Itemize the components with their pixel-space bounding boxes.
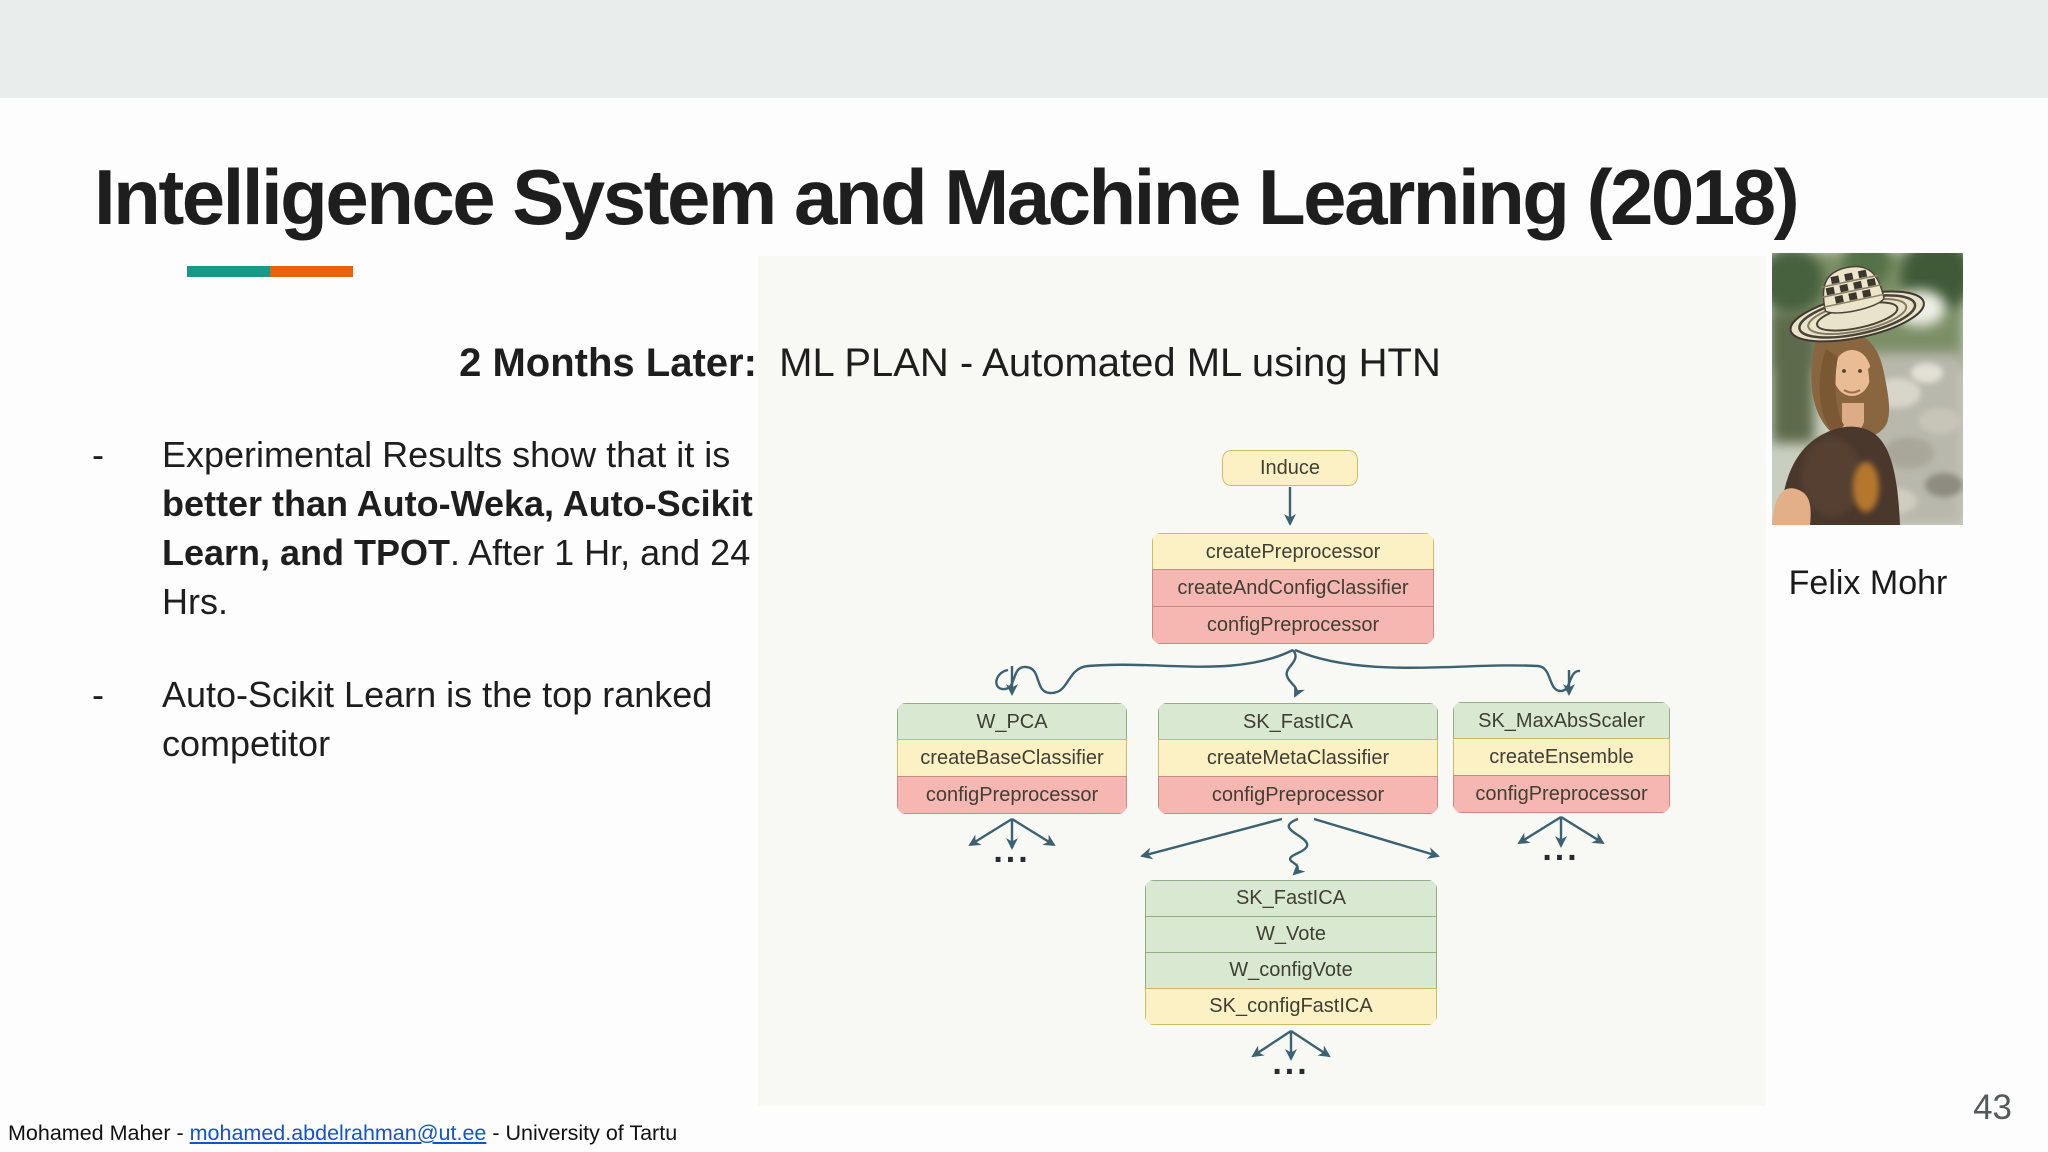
top-band [0,0,2048,98]
diagram-node-label: SK_FastICA [1158,703,1438,741]
bullet-1-seg-1: Experimental Results show that it is [162,434,731,475]
bullet-text: Experimental Results show that it is bet… [162,430,787,626]
bullet-list: - Experimental Results show that it is b… [92,430,792,812]
diagram-stack-fastica: SK_FastICA createMetaClassifier configPr… [1158,703,1438,814]
ensemble-fan-left [1251,1029,1292,1058]
bullet-marker: - [92,674,104,715]
title-underline [187,266,353,277]
footer-affiliation: - University of Tartu [486,1121,678,1145]
diagram-node-label: createMetaClassifier [1158,739,1438,778]
fastica-fan-right [1313,817,1440,859]
page-number: 43 [1973,1088,2012,1127]
diagram-node-label: configPreprocessor [897,775,1127,814]
bullet-1-seg-3: . After 1 Hr, and 24 Hrs. [162,532,751,622]
diagram-stack-maxabs: SK_MaxAbsScaler createEnsemble configPre… [1453,702,1670,813]
connector-plan-fastica-squiggle [1285,649,1305,698]
diagram-node-label: W_configVote [1145,951,1437,990]
photo-person [1772,265,1925,525]
subtitle-bold: 2 Months Later: [459,341,757,385]
diagram-node-label: SK_MaxAbsScaler [1453,702,1670,740]
hair-left [1819,349,1844,430]
shirt-fold [1802,437,1862,517]
shirt-print [1853,462,1879,512]
neck [1842,403,1864,431]
maxabs-fan-left [1517,815,1562,845]
diagram-node-label: createAndConfigClassifier [1152,569,1434,608]
diagram-node-induce: Induce [1222,450,1358,486]
list-item: - Auto-Scikit Learn is the top ranked co… [92,670,792,768]
connector-plan-maxabs-loop [1294,648,1581,693]
diagram-stack-plan: createPreprocessor createAndConfigClassi… [1152,533,1434,644]
arm [1772,488,1811,525]
underline-orange-segment [270,266,353,277]
diagram-node-label: configPreprocessor [1152,605,1434,644]
connector-plan-wpca-loops [995,648,1294,695]
underline-teal-segment [187,266,270,277]
face [1833,350,1871,396]
maxabs-fan-right [1560,815,1605,845]
wpca-fan-left [968,817,1013,847]
subtitle-rest: ML PLAN - Automated ML using HTN [756,341,1441,385]
bullet-marker: - [92,434,104,475]
diagram-node-label: createBaseClassifier [897,739,1127,778]
felix-mohr-photo [1772,253,1963,525]
mouth [1843,389,1861,394]
subtitle: 2 Months Later: ML PLAN - Automated ML u… [345,341,1555,386]
bullet-1-seg-2: better than Auto-Weka, Auto-Scikit Learn… [162,483,753,573]
diagram-node-label: W_Vote [1145,915,1437,954]
ellipsis-under-maxabs: ... [1542,830,1580,868]
diagram-node-label: W_PCA [897,703,1127,741]
ellipsis-under-ensemble: ... [1272,1044,1310,1082]
ellipsis-under-wpca: ... [993,832,1031,870]
photo-caption: Felix Mohr [1788,564,1948,602]
fastica-fan-left [1140,817,1283,860]
footer: Mohamed Maher - mohamed.abdelrahman@ut.e… [8,1121,677,1146]
fastica-ensemble-squiggle [1287,817,1309,876]
wpca-fan-right [1011,817,1056,847]
ensemble-fan-right [1290,1029,1331,1058]
diagram-node-label: configPreprocessor [1453,774,1670,813]
bullet-text: Auto-Scikit Learn is the top ranked comp… [162,670,787,768]
list-item: - Experimental Results show that it is b… [92,430,792,626]
diagram-node-label: SK_configFastICA [1145,987,1437,1026]
diagram-stack-wpca: W_PCA createBaseClassifier configPreproc… [897,703,1127,814]
footer-author: Mohamed Maher - [8,1121,190,1145]
hair-right [1858,361,1887,434]
diagram-node-label: Induce [1222,450,1358,486]
page-title: Intelligence System and Machine Learning… [94,153,1800,241]
diagram-node-label: SK_FastICA [1145,880,1437,918]
bullet-2-seg-1: Auto-Scikit Learn is the top ranked comp… [162,674,713,764]
diagram-node-label: createPreprocessor [1152,533,1434,571]
diagram-stack-ensemble: SK_FastICA W_Vote W_configVote SK_config… [1145,880,1437,1026]
diagram-node-label: configPreprocessor [1158,775,1438,814]
sombrero-hat [1789,265,1925,343]
email-link[interactable]: mohamed.abdelrahman@ut.ee [189,1121,487,1145]
diagram-node-label: createEnsemble [1453,738,1670,777]
